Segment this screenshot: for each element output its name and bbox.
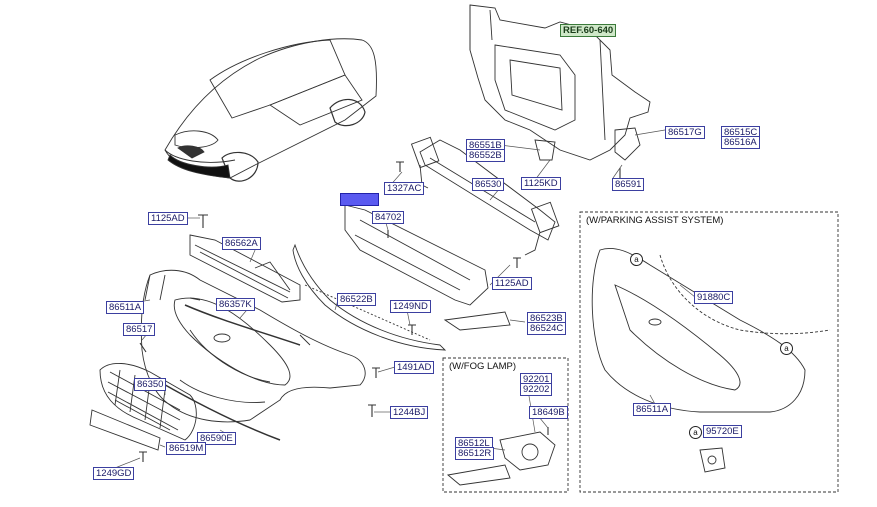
fog-cover-upper [443, 311, 511, 331]
part-label-1125AD-top[interactable]: 1125AD [148, 212, 188, 225]
energy-absorber [344, 204, 489, 306]
lower-grille-strip [292, 243, 447, 351]
fog-lamp-assembly [499, 431, 556, 471]
part-label-1491AD[interactable]: 1491AD [394, 361, 435, 374]
part-label-86517[interactable]: 86517 [123, 323, 156, 336]
part-label-86562A[interactable]: 86562A [222, 237, 261, 250]
part-label-86552B[interactable]: 86552B [466, 149, 505, 162]
upper-grille [189, 234, 301, 303]
part-label-1125AD-right[interactable]: 1125AD [492, 277, 532, 290]
callout-a-legend: a [689, 426, 702, 439]
part-label-86590E[interactable]: 86590E [197, 432, 236, 445]
parking-assist-bumper [591, 247, 831, 413]
fog-lamp-title: (W/FOG LAMP) [447, 361, 519, 372]
parking-assist-title: (W/PARKING ASSIST SYSTEM) [584, 215, 726, 226]
lower-skid-strip [159, 381, 281, 441]
upper-bracket [534, 139, 556, 161]
part-label-91880C[interactable]: 91880C [694, 291, 734, 304]
license-plate-bracket [89, 409, 161, 451]
part-label-ref-60-640[interactable]: REF.60-640 [560, 24, 617, 37]
part-label-86517G[interactable]: 86517G [665, 126, 705, 139]
bumper-moulding [184, 304, 301, 346]
part-label-84702[interactable]: 84702 [372, 211, 405, 224]
part-label-92202[interactable]: 92202 [520, 383, 553, 396]
part-label-86522B[interactable]: 86522B [337, 293, 376, 306]
part-label-86519M[interactable]: 86519M [166, 442, 207, 455]
callout-a-upper: a [630, 253, 643, 266]
part-label-1249GD[interactable]: 1249GD [93, 467, 135, 480]
part-label-86520B[interactable]: 86520B [340, 193, 379, 206]
callout-a-lower: a [780, 342, 793, 355]
part-label-1125KD[interactable]: 1125KD [521, 177, 561, 190]
part-label-1244BJ[interactable]: 1244BJ [390, 406, 429, 419]
part-label-86357K[interactable]: 86357K [216, 298, 255, 311]
fog-cover-lower [446, 464, 511, 486]
part-label-86511A-left[interactable]: 86511A [106, 301, 145, 314]
parking-assist-box [579, 211, 839, 493]
part-label-86511A-right[interactable]: 86511A [633, 403, 672, 416]
car-illustration [164, 38, 377, 182]
part-label-86516A[interactable]: 86516A [721, 136, 760, 149]
hook-bracket [614, 127, 641, 161]
radiator-grille [99, 363, 197, 441]
ultrasonic-sensor [699, 447, 726, 473]
part-label-86350[interactable]: 86350 [134, 378, 167, 391]
part-label-86512R[interactable]: 86512R [455, 447, 495, 460]
fog-lamp-box [442, 357, 569, 493]
front-bumper-cover [140, 269, 366, 423]
fasteners [139, 161, 621, 462]
part-label-1327AC[interactable]: 1327AC [384, 182, 425, 195]
part-label-18649B[interactable]: 18649B [529, 406, 568, 419]
part-label-86591[interactable]: 86591 [612, 178, 645, 191]
part-label-1249ND[interactable]: 1249ND [390, 300, 431, 313]
part-label-95720E[interactable]: 95720E [703, 425, 742, 438]
part-label-86530[interactable]: 86530 [472, 178, 505, 191]
part-label-86524C[interactable]: 86524C [527, 322, 567, 335]
radiator-support-panel [469, 4, 651, 161]
